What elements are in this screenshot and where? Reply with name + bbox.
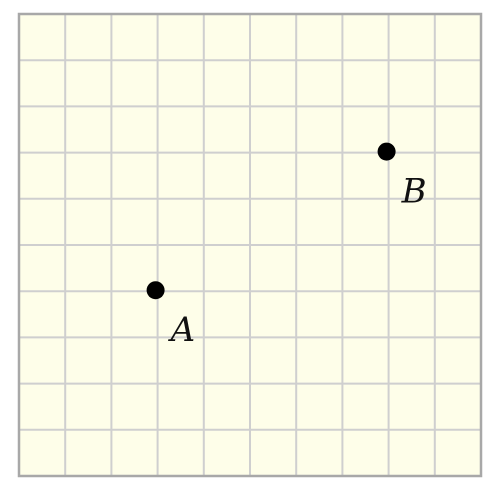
grid-border	[17, 12, 483, 478]
grid-lines	[19, 14, 481, 476]
point-a-dot	[146, 281, 165, 300]
point-a: A	[146, 281, 196, 350]
point-b: B	[377, 142, 427, 212]
point-b-label: B	[401, 172, 427, 212]
point-b-dot	[377, 142, 396, 161]
point-a-label: A	[168, 310, 196, 350]
